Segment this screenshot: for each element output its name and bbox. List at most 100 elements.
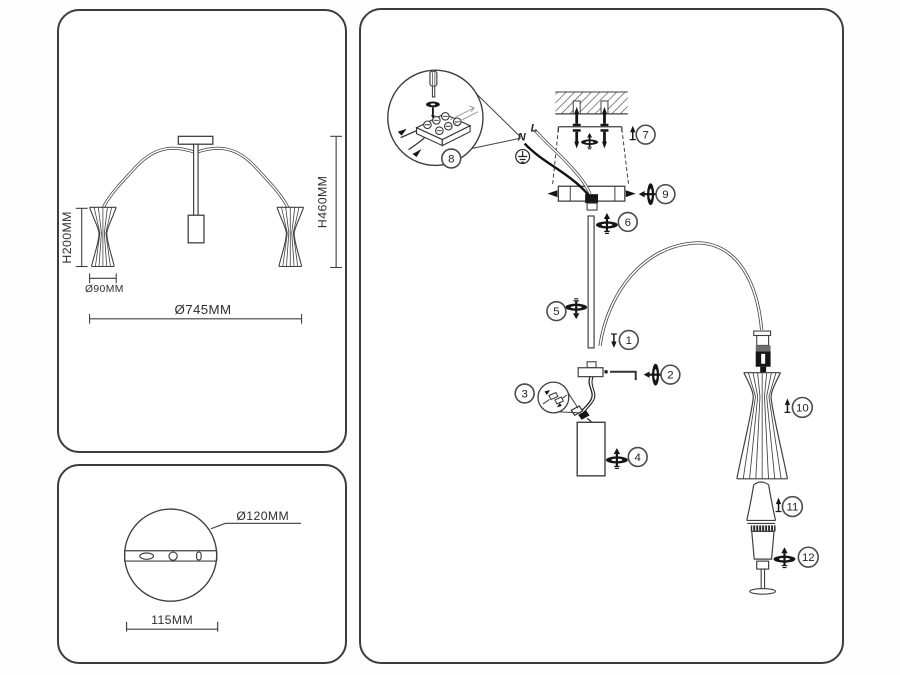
shade-left bbox=[89, 206, 117, 268]
plug-connector bbox=[578, 410, 590, 420]
dim-total-diameter bbox=[89, 313, 303, 324]
ceiling-section bbox=[555, 91, 628, 115]
dim-total-diameter-label: Ø745MM bbox=[174, 302, 231, 317]
direction-arrow-icon bbox=[774, 496, 783, 513]
step-badge-9: 9 bbox=[655, 183, 676, 205]
step-badge-5: 5 bbox=[546, 300, 567, 322]
screw-rotate-icon bbox=[772, 546, 796, 569]
insert-arrow-icon bbox=[556, 402, 562, 408]
step-badge-2: 2 bbox=[660, 364, 681, 385]
hole-spacing-label: 115MM bbox=[151, 613, 193, 627]
dim-shade-height bbox=[75, 207, 88, 268]
washer-and-screw bbox=[425, 101, 440, 119]
bulb bbox=[749, 525, 777, 595]
slot-hole bbox=[139, 552, 155, 560]
direction-arrow-icon bbox=[610, 333, 618, 349]
step-badge-11: 11 bbox=[781, 495, 804, 518]
screw-rotate-icon bbox=[564, 298, 588, 320]
detail-circle-connector bbox=[537, 381, 581, 414]
insert-arrow-icon bbox=[412, 149, 422, 157]
assembly-drawing: N L bbox=[387, 69, 819, 595]
dim-shade-diameter-label: Ø90MM bbox=[85, 284, 124, 295]
insert-arrow-icon bbox=[544, 390, 550, 396]
lamp-socket bbox=[753, 330, 772, 373]
dim-total-height-label: H460MM bbox=[315, 176, 329, 228]
step-badge-3: 3 bbox=[514, 383, 535, 404]
wire-live-label: L bbox=[531, 123, 538, 135]
canopy-diameter-label: Ø120MM bbox=[236, 509, 289, 523]
canopy-exploded bbox=[551, 126, 630, 187]
wire-connector-lower bbox=[586, 202, 598, 211]
center-body-exploded bbox=[576, 421, 606, 477]
slide-arrow-left-icon bbox=[547, 190, 558, 198]
set-screw bbox=[604, 370, 608, 374]
screw-rotate-icon bbox=[605, 447, 629, 469]
detail-circle-terminal bbox=[387, 69, 522, 167]
step-badges: 1 2 3 4 5 6 7 8 9 10 11 12 bbox=[441, 124, 819, 568]
center-hole bbox=[168, 551, 178, 561]
leader-line bbox=[210, 522, 301, 530]
keyhole bbox=[196, 551, 202, 561]
mounting-screw-icon bbox=[572, 129, 581, 149]
leader-line bbox=[471, 93, 522, 149]
svg-text:2: 2 bbox=[667, 370, 673, 382]
inner-diffuser bbox=[746, 481, 777, 525]
svg-text:4: 4 bbox=[635, 452, 641, 464]
step-badge-4: 4 bbox=[627, 446, 648, 468]
svg-text:6: 6 bbox=[625, 217, 631, 229]
wire-connector bbox=[585, 194, 599, 204]
dim-shade-diameter bbox=[89, 273, 117, 284]
mains-wires bbox=[523, 128, 592, 198]
body-wires bbox=[570, 376, 596, 423]
lamp-arm-right bbox=[196, 146, 290, 209]
step-badge-1: 1 bbox=[618, 329, 639, 351]
canopy-circle bbox=[123, 508, 218, 602]
canopy-view-drawing: Ø120MM 115MM bbox=[123, 508, 301, 632]
down-rod-exploded bbox=[587, 215, 595, 349]
dim-total-height bbox=[330, 135, 343, 269]
slide-arrow-right-icon bbox=[625, 190, 636, 198]
lamp-arm-exploded bbox=[598, 241, 764, 347]
svg-text:11: 11 bbox=[786, 502, 798, 514]
step-badge-12: 12 bbox=[797, 546, 819, 568]
hex-key-icon bbox=[609, 370, 637, 381]
mounting-screw-icon bbox=[600, 129, 609, 149]
svg-text:1: 1 bbox=[626, 335, 632, 347]
ground-icon bbox=[515, 148, 531, 165]
lamp-arm-left bbox=[102, 146, 195, 209]
canopy-view-panel: Ø120MM 115MM bbox=[57, 464, 347, 664]
terminal-wires bbox=[397, 105, 479, 157]
svg-text:9: 9 bbox=[662, 189, 668, 201]
svg-text:8: 8 bbox=[448, 153, 454, 165]
ceiling-plate bbox=[177, 135, 214, 145]
step-badge-7: 7 bbox=[635, 124, 656, 145]
direction-arrow-icon bbox=[629, 125, 637, 141]
direction-arrow-icon bbox=[783, 397, 792, 414]
svg-text:7: 7 bbox=[642, 130, 648, 142]
down-rod bbox=[193, 143, 199, 217]
mounting-bracket-strip bbox=[123, 550, 218, 562]
front-view-panel: H200MM Ø90MM Ø745MM H460MM bbox=[57, 9, 347, 453]
arm-bracket bbox=[577, 361, 637, 381]
screw-rotate-icon bbox=[595, 212, 619, 234]
ceiling-hatch bbox=[555, 92, 628, 114]
dim-hole-spacing bbox=[125, 621, 219, 632]
step-badge-6: 6 bbox=[617, 211, 638, 233]
shade-exploded bbox=[736, 372, 789, 480]
svg-text:3: 3 bbox=[521, 388, 527, 400]
assembly-steps-panel: N L bbox=[359, 8, 844, 664]
mounting-bar bbox=[547, 185, 636, 202]
step-badge-10: 10 bbox=[791, 396, 814, 419]
insert-arrow-icon bbox=[397, 128, 407, 136]
svg-text:5: 5 bbox=[553, 306, 559, 318]
screwdriver-icon bbox=[429, 70, 438, 98]
shade-right bbox=[276, 206, 305, 268]
front-view-drawing: H200MM Ø90MM Ø745MM H460MM bbox=[60, 135, 343, 324]
step-badge-8: 8 bbox=[441, 148, 462, 169]
wire-neutral-label: N bbox=[518, 132, 527, 144]
svg-text:12: 12 bbox=[802, 552, 815, 564]
dim-shade-height-label: H200MM bbox=[60, 211, 74, 263]
screw-rotate-icon bbox=[580, 132, 599, 150]
center-body bbox=[187, 214, 205, 244]
